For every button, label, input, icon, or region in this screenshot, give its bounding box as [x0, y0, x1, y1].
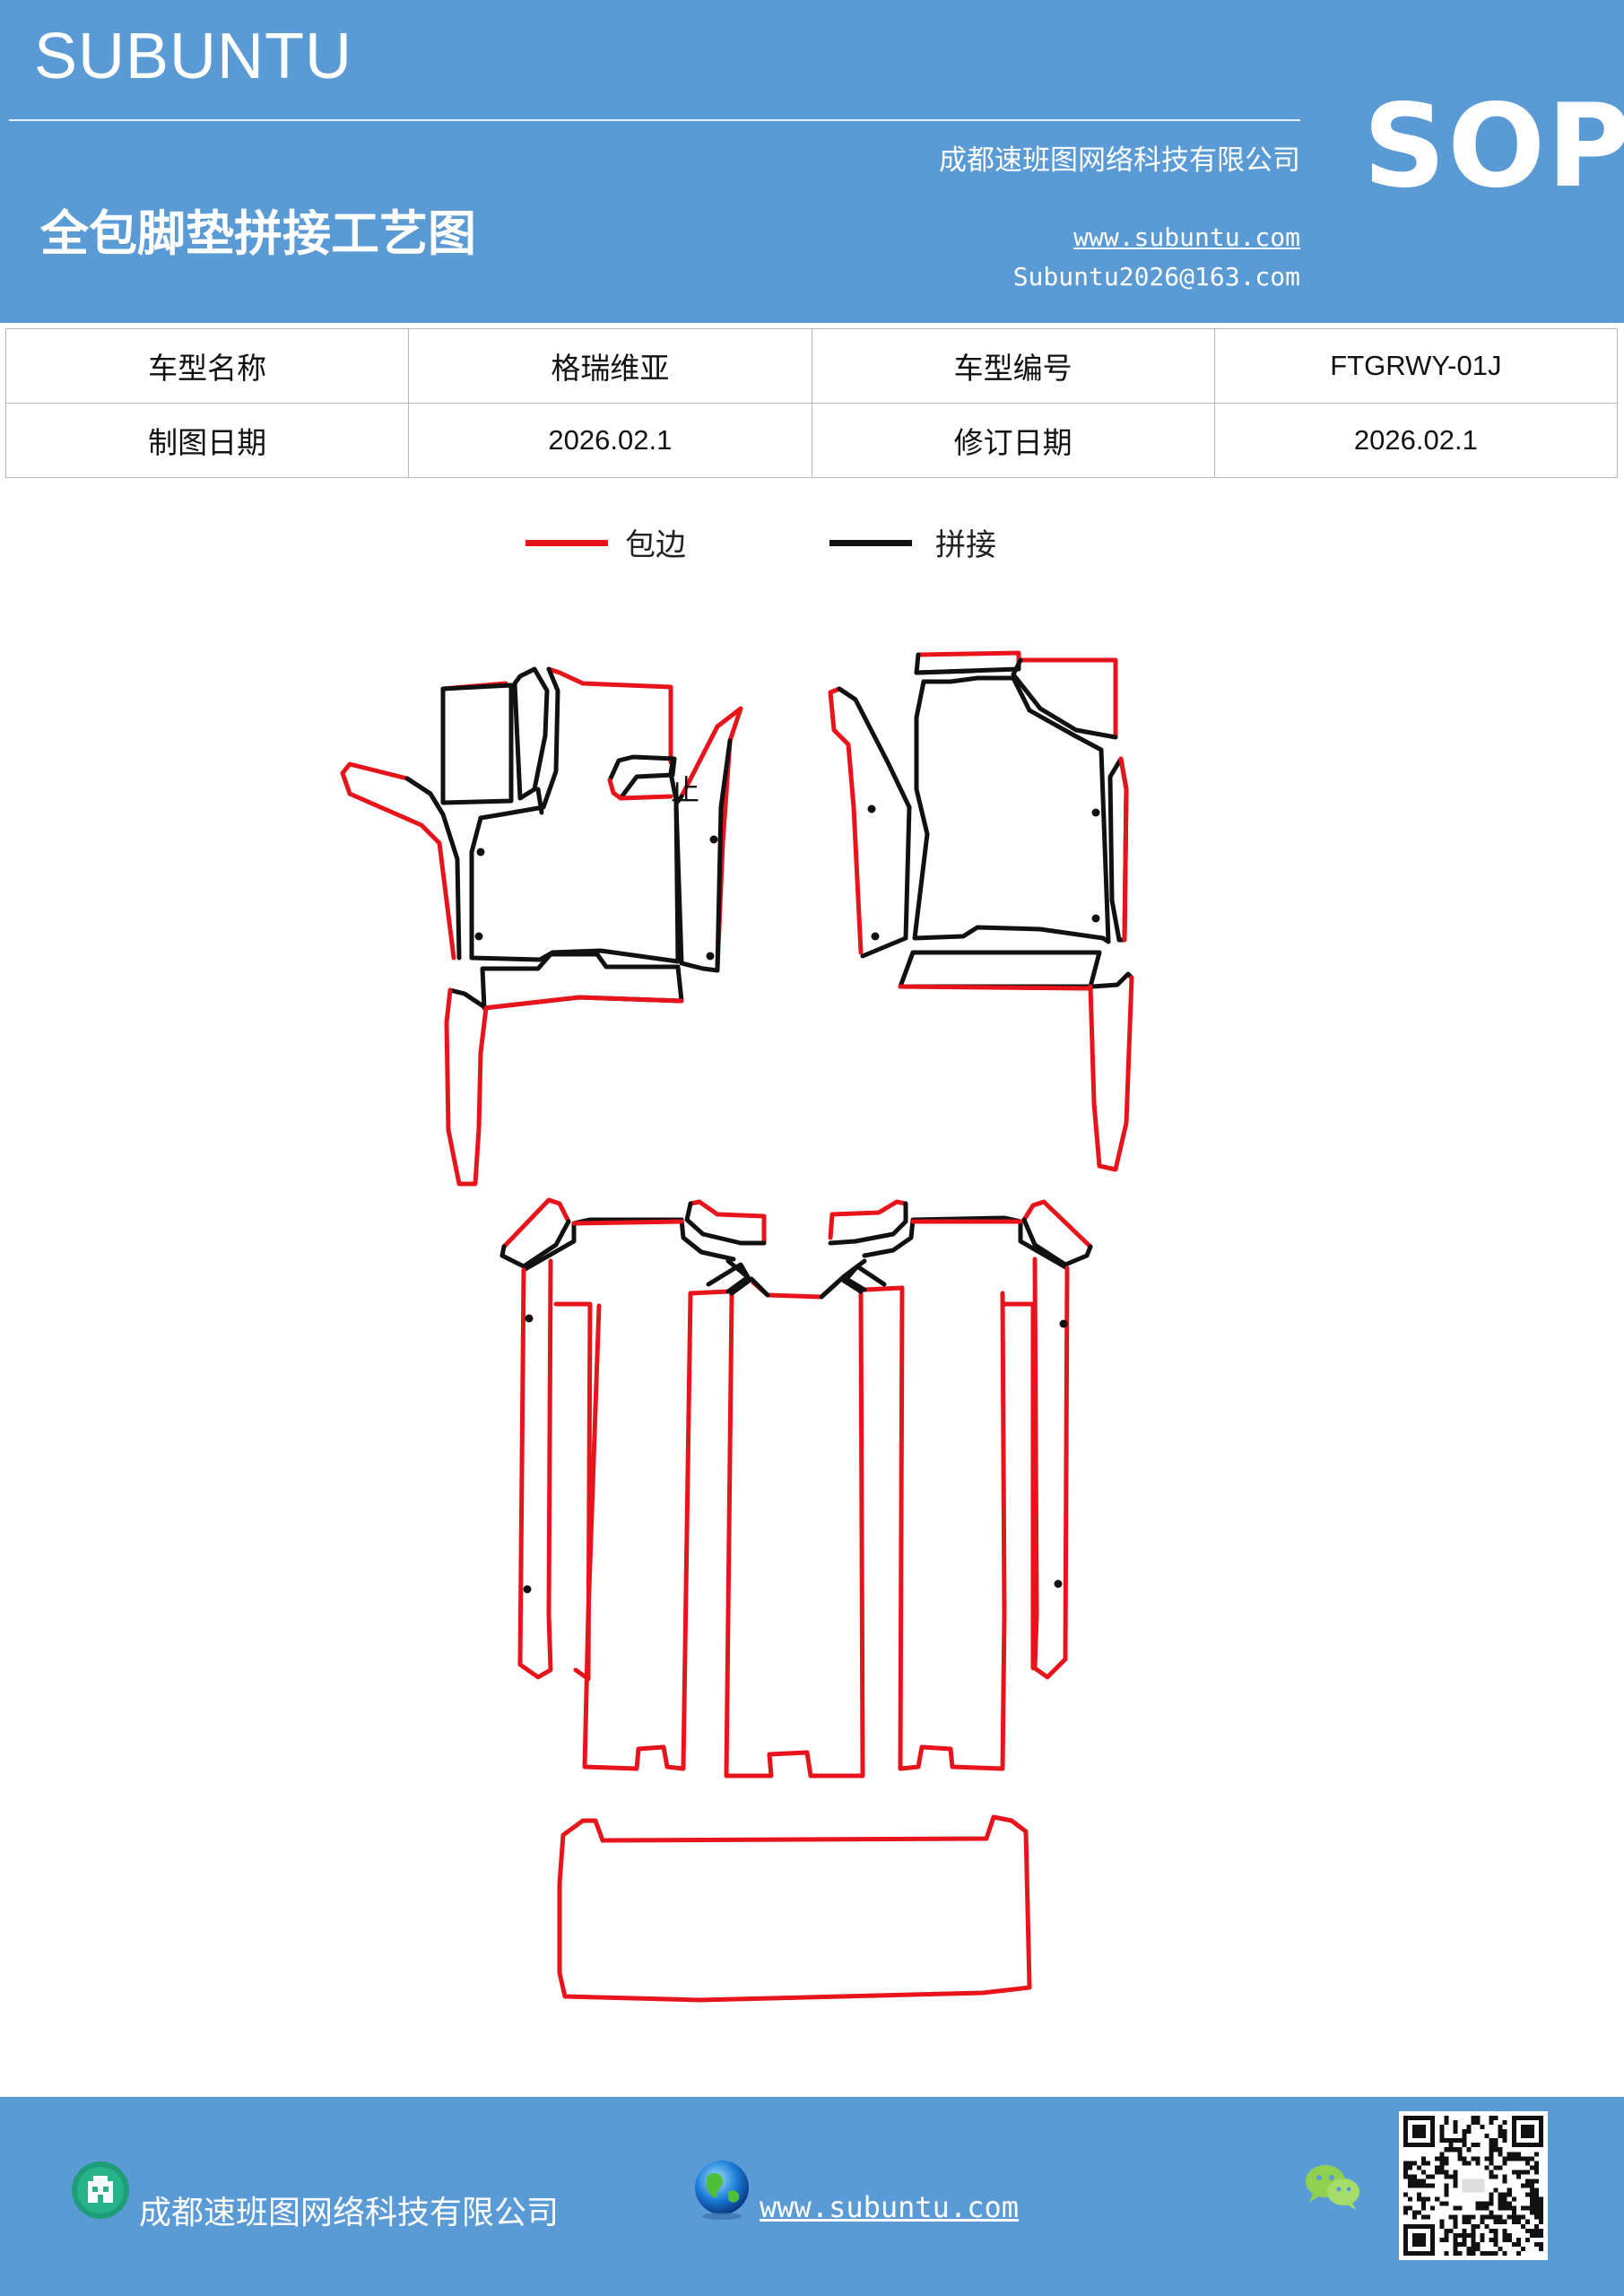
footer-company: 成都速班图网络科技有限公司 — [139, 2195, 560, 2231]
info-table: 车型名称 格瑞维亚 车型编号 FTGRWY-01J 制图日期 2026.02.1… — [4, 328, 1619, 478]
legend-edge-swatch — [525, 540, 608, 546]
footer-website-link[interactable]: www.subuntu.com — [760, 2190, 1019, 2224]
table-row: 制图日期 2026.02.1 修订日期 2026.02.1 — [4, 403, 1619, 478]
header-banner: SUBUNTU 成都速班图网络科技有限公司 全包脚垫拼接工艺图 www.subu… — [0, 0, 1624, 323]
brand-name: SUBUNTU — [34, 21, 353, 92]
second-row-group — [499, 1197, 1093, 1779]
wechat-icon[interactable] — [1302, 2160, 1365, 2215]
globe-icon — [695, 2161, 749, 2220]
legend-splice-label: 拼接 — [935, 527, 996, 563]
driver-main-mat — [469, 666, 681, 964]
legend: 包边 拼接 — [0, 520, 1624, 565]
drawing-date-label: 制图日期 — [4, 403, 410, 478]
drawing-date-value: 2026.02.1 — [408, 403, 812, 478]
header-company: 成都速班图网络科技有限公司 — [939, 144, 1300, 177]
legend-edge-label: 包边 — [625, 527, 686, 563]
passenger-mat-group — [828, 650, 1134, 1172]
page-title: 全包脚垫拼接工艺图 — [40, 204, 476, 262]
position-dots — [474, 804, 1100, 1594]
model-name-label: 车型名称 — [4, 328, 410, 404]
floor-mat-diagram: 止 — [340, 650, 1134, 2003]
driver-left-strip — [340, 761, 446, 817]
model-code-value: FTGRWY-01J — [1213, 328, 1619, 404]
table-row: 车型名称 格瑞维亚 车型编号 FTGRWY-01J — [4, 328, 1619, 404]
stop-mark: 止 — [671, 773, 699, 807]
building-icon — [72, 2161, 129, 2219]
header-website-link[interactable]: www.subuntu.com — [1073, 222, 1300, 252]
revision-date-label: 修订日期 — [811, 403, 1215, 478]
legend-splice-swatch — [829, 540, 912, 546]
driver-mat-group — [340, 666, 743, 1187]
third-row-mat — [557, 1814, 1032, 2003]
model-name-value: 格瑞维亚 — [408, 328, 812, 404]
third-row-group — [557, 1814, 1032, 2003]
sop-badge: SOP — [1363, 80, 1624, 213]
header-divider — [9, 119, 1300, 121]
revision-date-value: 2026.02.1 — [1213, 403, 1619, 478]
model-code-label: 车型编号 — [811, 328, 1215, 404]
qr-code — [1399, 2111, 1548, 2260]
header-email: Subuntu2026@163.com — [1012, 262, 1300, 291]
